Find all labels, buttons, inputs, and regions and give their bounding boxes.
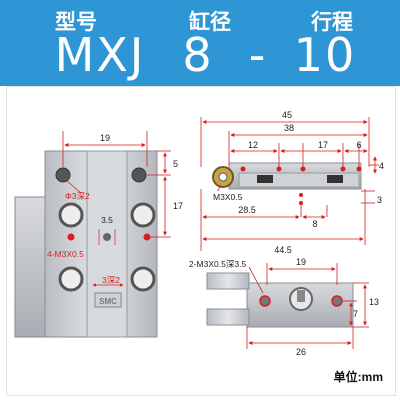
hole-icon <box>300 166 306 172</box>
dim-7: 7 <box>353 309 358 319</box>
technical-drawing: SMC 19 5 17 Φ3深2 3.5 4-M3X0.5 3深2 <box>14 110 384 357</box>
separator: - <box>248 28 268 82</box>
bottom-height-dim: 13 <box>369 297 379 307</box>
front-height-dim: 17 <box>173 201 183 211</box>
model-value: MXJ <box>54 28 146 82</box>
dim-44-5: 44.5 <box>274 245 292 255</box>
dim-3: 3 <box>377 195 382 205</box>
spec-header: 型号 缸径 行程 MXJ 8 - 10 <box>0 0 400 86</box>
length-38-dim: 38 <box>284 123 294 133</box>
dim-6: 6 <box>356 140 361 150</box>
slot-icon <box>327 175 343 183</box>
brand-text: SMC <box>99 297 117 306</box>
bore-value: 8 <box>182 28 214 82</box>
bore-hole-icon <box>130 266 156 292</box>
dim-4: 4 <box>379 161 384 171</box>
thread-note: 4-M3X0.5 <box>47 249 84 259</box>
front-view: SMC 19 5 17 Φ3深2 3.5 4-M3X0.5 3深2 <box>14 131 183 338</box>
dim-17: 17 <box>318 140 328 150</box>
stroke-label: 行程 <box>311 10 353 34</box>
hole-icon <box>299 193 303 197</box>
stroke-value: 10 <box>293 28 357 82</box>
bottom-length-dim: 26 <box>296 347 306 357</box>
bottom-width-dim: 19 <box>296 257 306 267</box>
bore-hole-icon <box>130 202 156 228</box>
drawing-panel: SMC 19 5 17 Φ3深2 3.5 4-M3X0.5 3深2 <box>6 86 396 396</box>
dim-12: 12 <box>248 140 258 150</box>
hole-icon <box>299 201 303 205</box>
port-hole-icon <box>240 166 246 172</box>
hole-icon <box>340 166 346 172</box>
bore-label: 缸径 <box>189 10 231 34</box>
small-dim: 3.5 <box>101 215 113 225</box>
slide-table <box>86 150 128 338</box>
bottom-view: 2-M3X0.5深3.5 19 13 7 26 <box>189 257 379 357</box>
dim-8: 8 <box>312 219 317 229</box>
gripper-jaw <box>206 308 250 326</box>
unit-label: 单位:mm <box>333 370 383 384</box>
brand-plate <box>94 292 122 308</box>
dim-28-5: 28.5 <box>238 205 256 215</box>
side-plate <box>14 196 46 338</box>
bore-hole-icon <box>58 202 84 228</box>
fitting-port-icon <box>218 172 228 182</box>
front-top-dim: 5 <box>173 159 178 169</box>
side-view: 45 38 12 17 6 4 M3X0.5 <box>200 110 384 255</box>
slot-icon <box>257 175 273 183</box>
hole-icon <box>103 233 111 241</box>
model-label: 型号 <box>55 10 97 34</box>
hole-icon <box>131 167 147 183</box>
keyway-icon <box>297 290 305 302</box>
bottom-thread-note: 2-M3X0.5深3.5 <box>189 259 246 269</box>
gripper-jaw <box>206 272 250 290</box>
depth-note: 3深2 <box>102 275 120 285</box>
side-thread-note: M3X0.5 <box>213 192 243 202</box>
hole-note: Φ3深2 <box>65 191 90 201</box>
overall-length-dim: 45 <box>282 110 292 120</box>
hole-icon <box>55 167 71 183</box>
bore-hole-icon <box>58 266 84 292</box>
hole-icon <box>356 166 362 172</box>
thread-hole-icon <box>331 295 343 307</box>
thread-hole-icon <box>67 233 75 241</box>
hole-icon <box>276 166 282 172</box>
thread-hole-icon <box>259 295 271 307</box>
front-width-dim: 19 <box>100 133 110 143</box>
